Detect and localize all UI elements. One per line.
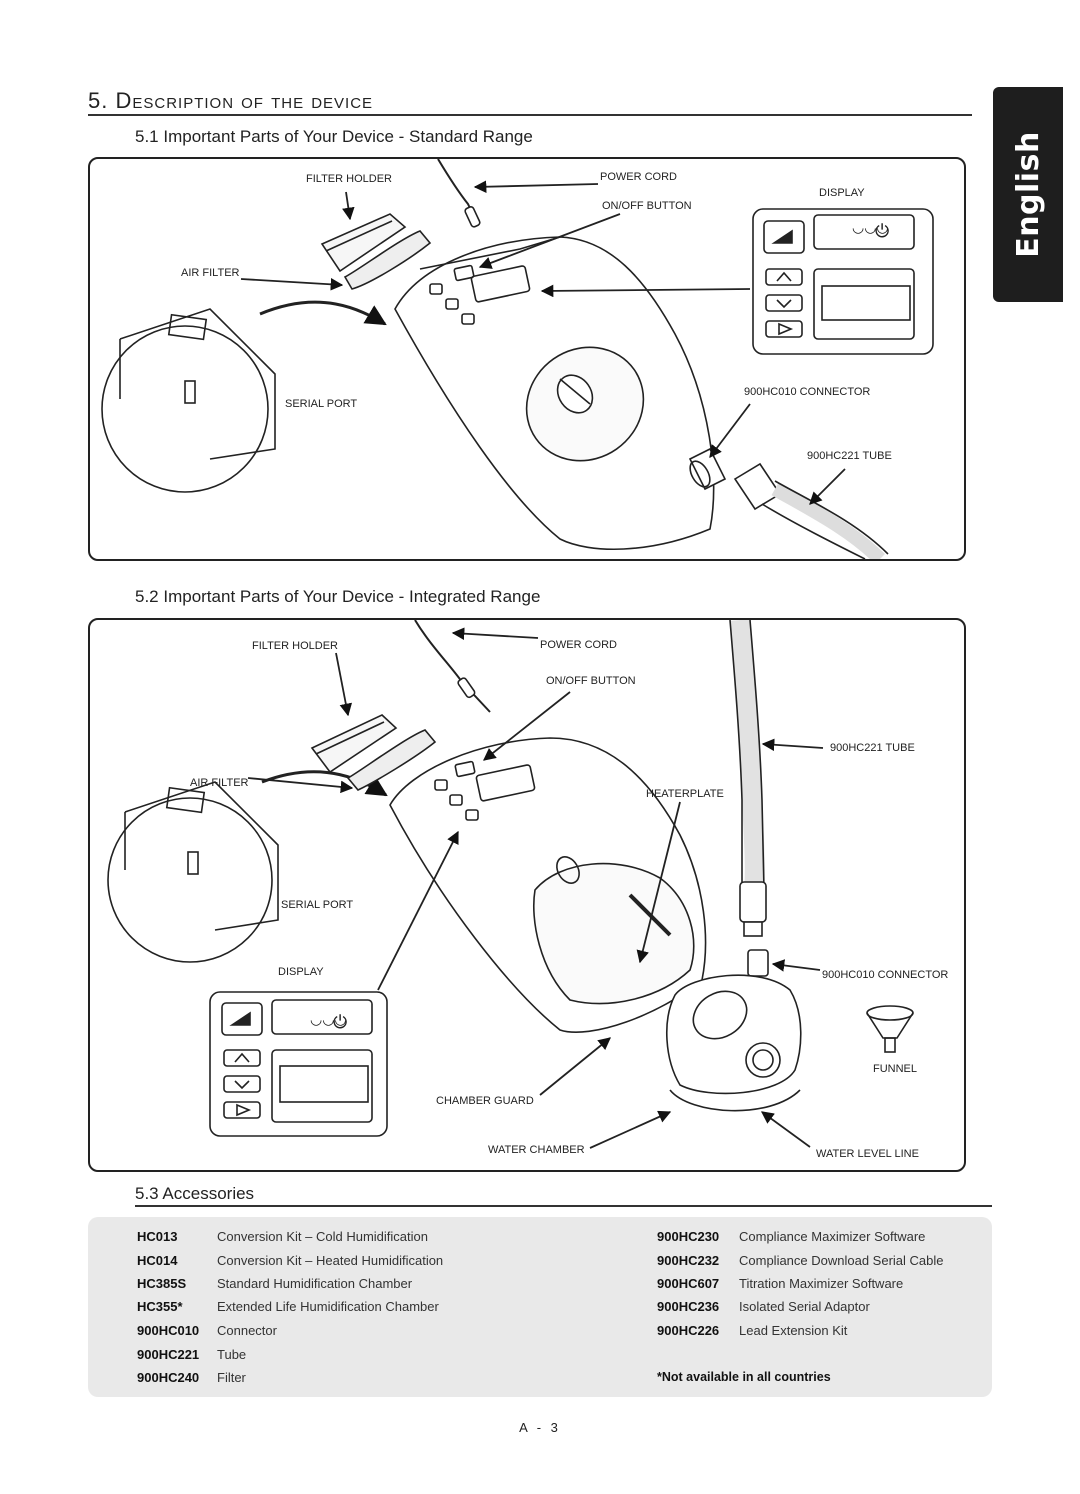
label-tube-integrated: 900HC221 TUBE xyxy=(830,742,915,754)
label-air-filter-integrated: AIR FILTER xyxy=(190,777,249,789)
svg-text:⏻: ⏻ xyxy=(333,1012,347,1033)
label-on-off-button: ON/OFF BUTTON xyxy=(602,200,692,212)
accessories-rule xyxy=(135,1205,992,1207)
label-connector: 900HC010 CONNECTOR xyxy=(744,386,871,398)
heading-accessories: 5.3 Accessories xyxy=(135,1184,255,1203)
availability-note: *Not available in all countries xyxy=(657,1370,831,1384)
label-power-cord: POWER CORD xyxy=(600,171,677,183)
accessories-table: HC013 Conversion Kit – Cold Humidificati… xyxy=(88,1217,992,1397)
integrated-range-figure: ◡◡◡ ⏻ FILTER HOLDER POWER CORD ON/OFF BU… xyxy=(88,618,966,1172)
label-heaterplate: HEATERPLATE xyxy=(646,788,724,800)
label-display: DISPLAY xyxy=(819,187,865,199)
language-tab xyxy=(993,87,1063,302)
label-air-filter: AIR FILTER xyxy=(181,267,240,279)
standard-device-illustration: ◡◡◡ ⏻ xyxy=(101,159,934,559)
page-title: 5. Description of the device xyxy=(88,88,374,113)
title-rule xyxy=(88,114,972,116)
label-filter-holder-integrated: FILTER HOLDER xyxy=(252,640,338,652)
label-tube: 900HC221 TUBE xyxy=(807,450,892,462)
standard-range-figure: ◡◡◡ ⏻ FILTER HOLDER POWER CORD DISPLAY O… xyxy=(88,157,966,561)
language-tab-label: English xyxy=(1010,131,1046,258)
label-serial-port: SERIAL PORT xyxy=(285,398,358,410)
label-connector-integrated: 900HC010 CONNECTOR xyxy=(822,969,949,981)
heading-standard-range: 5.1 Important Parts of Your Device - Sta… xyxy=(135,127,533,146)
label-chamber-guard: CHAMBER GUARD xyxy=(436,1095,534,1107)
label-filter-holder: FILTER HOLDER xyxy=(306,173,392,185)
label-water-chamber: WATER CHAMBER xyxy=(488,1144,585,1156)
heading-integrated-range: 5.2 Important Parts of Your Device - Int… xyxy=(135,587,541,606)
svg-text:⏻: ⏻ xyxy=(875,221,889,242)
label-water-level-line: WATER LEVEL LINE xyxy=(816,1148,919,1160)
label-power-cord-integrated: POWER CORD xyxy=(540,639,617,651)
label-on-off-button-integrated: ON/OFF BUTTON xyxy=(546,675,636,687)
label-display-integrated: DISPLAY xyxy=(278,966,324,978)
svg-text:◡◡◡: ◡◡◡ xyxy=(852,220,889,236)
integrated-device-illustration: ◡◡◡ ⏻ xyxy=(107,620,914,1149)
label-serial-port-integrated: SERIAL PORT xyxy=(281,899,354,911)
label-funnel: FUNNEL xyxy=(873,1063,918,1075)
page-number: A - 3 xyxy=(519,1420,561,1435)
svg-text:◡◡◡: ◡◡◡ xyxy=(310,1012,347,1028)
